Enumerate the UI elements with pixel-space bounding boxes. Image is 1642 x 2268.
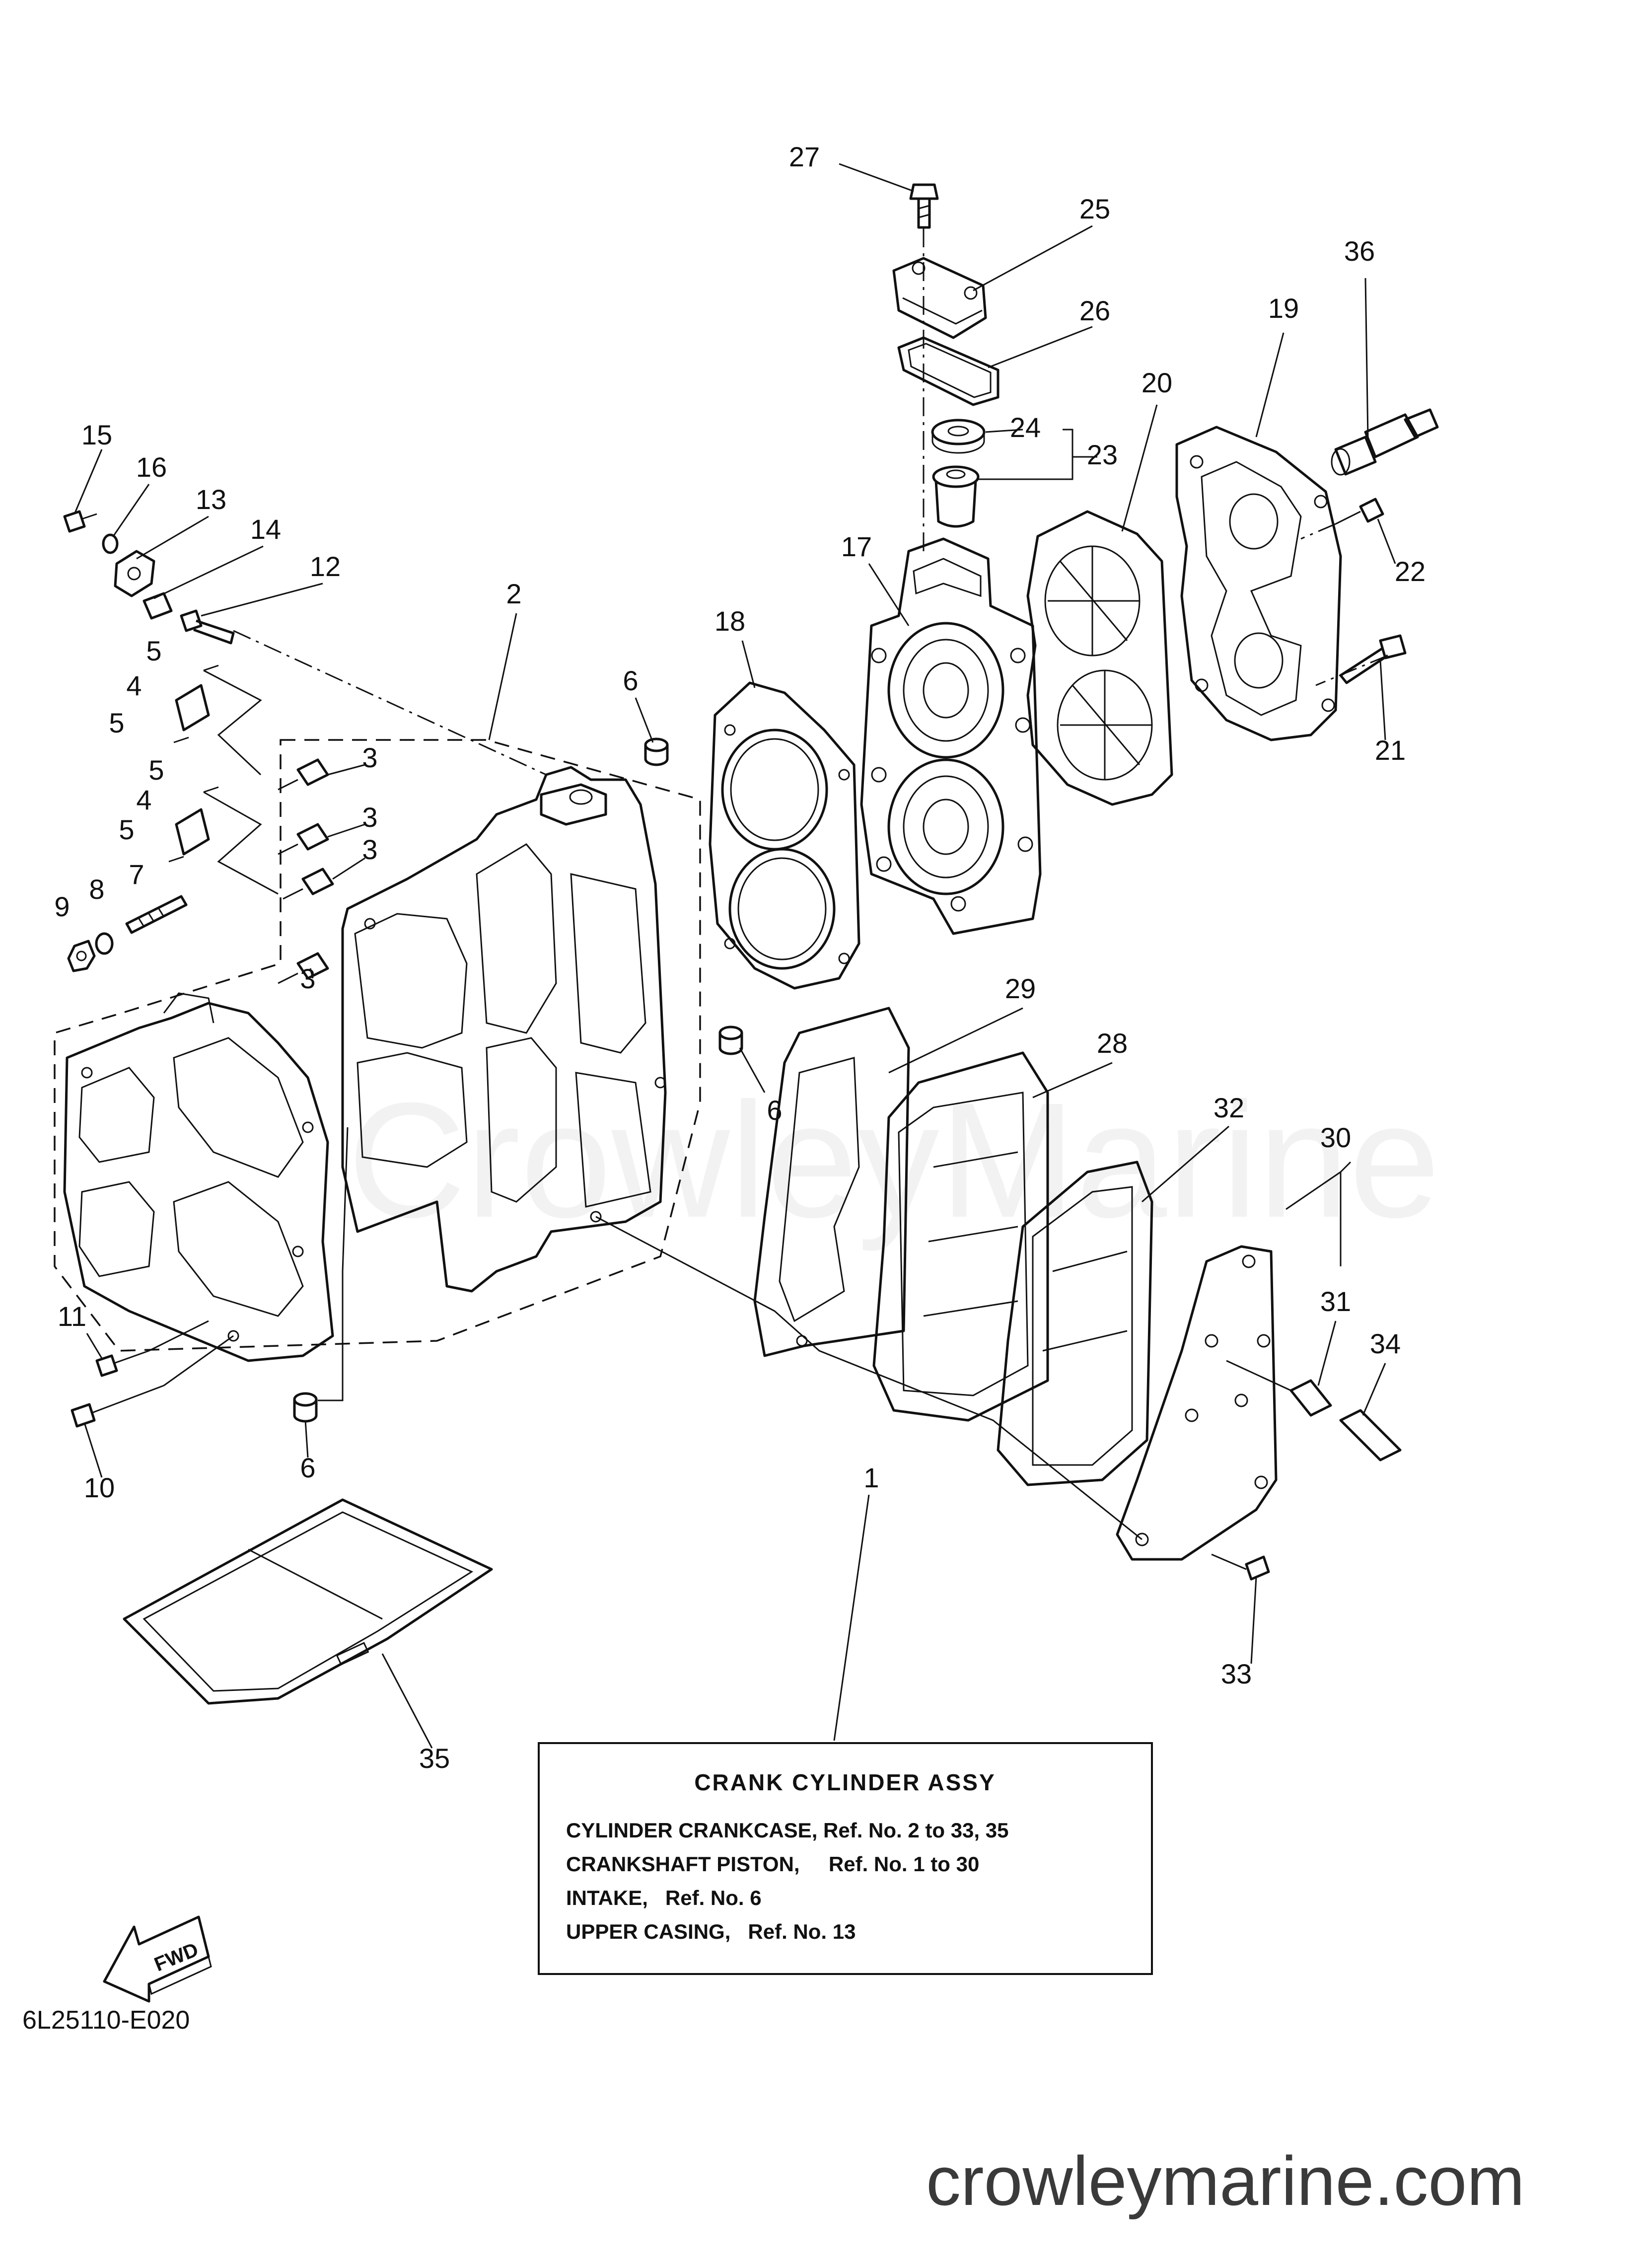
callout-n3b: 3 (362, 802, 377, 833)
part-7-stud (125, 895, 188, 934)
part-15-bolt (63, 510, 97, 533)
part-2-cylinder-block (341, 766, 667, 1293)
callout-n6b: 6 (767, 1095, 782, 1126)
part-6-dowel-mid (718, 1025, 743, 1055)
callout-n1: 1 (863, 1462, 879, 1493)
part-4-5-pads (168, 664, 219, 863)
callout-n5a: 5 (146, 635, 161, 666)
callout-n27: 27 (789, 141, 820, 172)
callout-n3c: 3 (362, 834, 377, 865)
part-32-gasket (997, 1161, 1153, 1486)
part-intake-manifold (63, 992, 334, 1362)
part-22-bolt (1335, 498, 1384, 525)
callout-n29: 29 (1005, 973, 1036, 1004)
callout-n32: 32 (1214, 1092, 1244, 1123)
callout-n15: 15 (81, 419, 112, 450)
callout-n30: 30 (1320, 1122, 1351, 1153)
part-27-bolt (909, 183, 939, 229)
callout-n34: 34 (1370, 1328, 1401, 1359)
callout-n9: 9 (54, 891, 70, 922)
part-28-gasket (872, 1051, 1049, 1422)
part-6-dowel-top (644, 737, 669, 766)
part-33-bolt (1211, 1553, 1270, 1581)
part-10-bolt (71, 1385, 164, 1428)
callout-n18: 18 (714, 605, 745, 637)
alignment-lines (148, 228, 1388, 1540)
callout-n33: 33 (1221, 1658, 1252, 1689)
part-6-dowel-bottom (293, 1392, 318, 1423)
part-23-thermostat (932, 465, 980, 528)
part-12-bolt (180, 609, 235, 645)
callout-n23: 23 (1087, 439, 1118, 470)
part-21-bolt (1339, 634, 1407, 684)
callout-n19: 19 (1268, 293, 1299, 324)
watermark-text: CrowleyMarine (348, 1068, 1440, 1252)
part-14-grommet (143, 592, 173, 620)
callout-n5c: 5 (148, 754, 164, 786)
info-box-line-3: INTAKE, Ref. No. 6 (566, 1886, 762, 1909)
part-24-washer (931, 419, 986, 454)
callout-n2: 2 (506, 578, 521, 609)
callout-n10: 10 (84, 1472, 115, 1503)
callout-n5d: 5 (119, 814, 134, 845)
leader-lines (73, 163, 1396, 1749)
callout-n25: 25 (1079, 193, 1110, 224)
callout-n14: 14 (250, 513, 281, 545)
part-8-washer (95, 932, 114, 955)
callout-n17: 17 (841, 531, 872, 562)
assembly-outline-2 (54, 739, 701, 1352)
diagram-code: 6L25110-E020 (22, 2006, 190, 2035)
callout-n35: 35 (419, 1743, 450, 1774)
part-34-anode (1339, 1409, 1402, 1462)
callout-n31: 31 (1320, 1286, 1351, 1317)
callout-n16: 16 (136, 451, 167, 483)
callout-n22: 22 (1395, 556, 1426, 587)
callout-n6a: 6 (623, 665, 638, 696)
part-25-cover (892, 257, 987, 339)
info-box-title: CRANK CYLINDER ASSY (694, 1769, 996, 1795)
fwd-arrow-icon: FWD (103, 1915, 212, 2003)
info-box-line-1: CYLINDER CRANKCASE, Ref. No. 2 to 33, 35 (566, 1819, 1008, 1842)
part-16-washer (102, 533, 119, 554)
part-18-head-gasket (709, 681, 860, 990)
part-30-outer-plate (1116, 1245, 1278, 1561)
callout-n28: 28 (1097, 1027, 1128, 1059)
callout-n26: 26 (1079, 295, 1110, 326)
callout-n20: 20 (1142, 367, 1172, 398)
info-box-line-4: UPPER CASING, Ref. No. 13 (566, 1920, 856, 1943)
part-26-gasket (897, 336, 999, 406)
site-name: crowleymarine.com (926, 2142, 1525, 2220)
part-20-gasket (1026, 510, 1173, 806)
callout-numbers: 2725263619202423172221181516131412265455… (54, 141, 1426, 1774)
part-31-anode (1226, 1360, 1332, 1417)
callout-n12: 12 (310, 551, 341, 582)
callout-n7: 7 (129, 859, 144, 890)
callout-n3a: 3 (362, 742, 377, 773)
callout-n4b: 4 (136, 784, 151, 815)
part-35-base-gasket (123, 1498, 493, 1705)
callout-n6c: 6 (300, 1452, 315, 1483)
part-17-cylinder-head (860, 537, 1042, 935)
part-13-cap (114, 550, 155, 597)
callout-n4a: 4 (126, 670, 142, 701)
callout-n5b: 5 (109, 707, 124, 738)
part-9-nut (67, 940, 96, 972)
info-box-line-2: CRANKSHAFT PISTON, Ref. No. 1 to 30 (566, 1852, 979, 1876)
callout-n3d: 3 (300, 963, 315, 994)
part-36-fitting (1331, 408, 1439, 476)
part-3-fittings (278, 758, 334, 984)
callout-n11: 11 (58, 1301, 86, 1332)
callout-n21: 21 (1375, 734, 1406, 766)
callout-n8: 8 (89, 874, 104, 905)
part-11-bolt (95, 1350, 149, 1377)
callout-n13: 13 (196, 484, 226, 515)
callout-n24: 24 (1010, 412, 1041, 443)
callout-n36: 36 (1344, 235, 1375, 267)
part-19-exhaust-cover (1175, 426, 1342, 741)
info-box: CRANK CYLINDER ASSY CYLINDER CRANKCASE, … (538, 1742, 1153, 1975)
